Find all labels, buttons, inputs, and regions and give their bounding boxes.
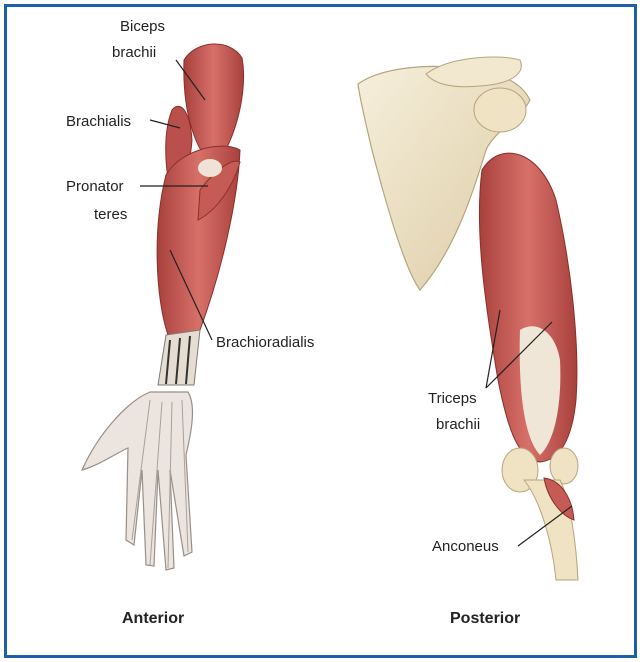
humerus-head bbox=[474, 88, 526, 132]
label-biceps-line2: brachii bbox=[112, 44, 156, 61]
label-pronator-line2: teres bbox=[94, 206, 127, 223]
elbow-tendon bbox=[198, 159, 222, 177]
label-triceps-line1: Triceps bbox=[428, 390, 477, 407]
label-brachioradialis: Brachioradialis bbox=[216, 334, 314, 351]
label-biceps-line1: Biceps bbox=[120, 18, 165, 35]
label-anconeus: Anconeus bbox=[432, 538, 499, 555]
caption-anterior: Anterior bbox=[122, 610, 184, 628]
label-brachialis: Brachialis bbox=[66, 113, 131, 130]
lateral-epicondyle bbox=[550, 448, 578, 484]
label-triceps-line2: brachii bbox=[436, 416, 480, 433]
caption-posterior: Posterior bbox=[450, 610, 520, 628]
hand bbox=[82, 392, 192, 570]
label-pronator-line1: Pronator bbox=[66, 178, 124, 195]
posterior-arm bbox=[358, 57, 578, 580]
